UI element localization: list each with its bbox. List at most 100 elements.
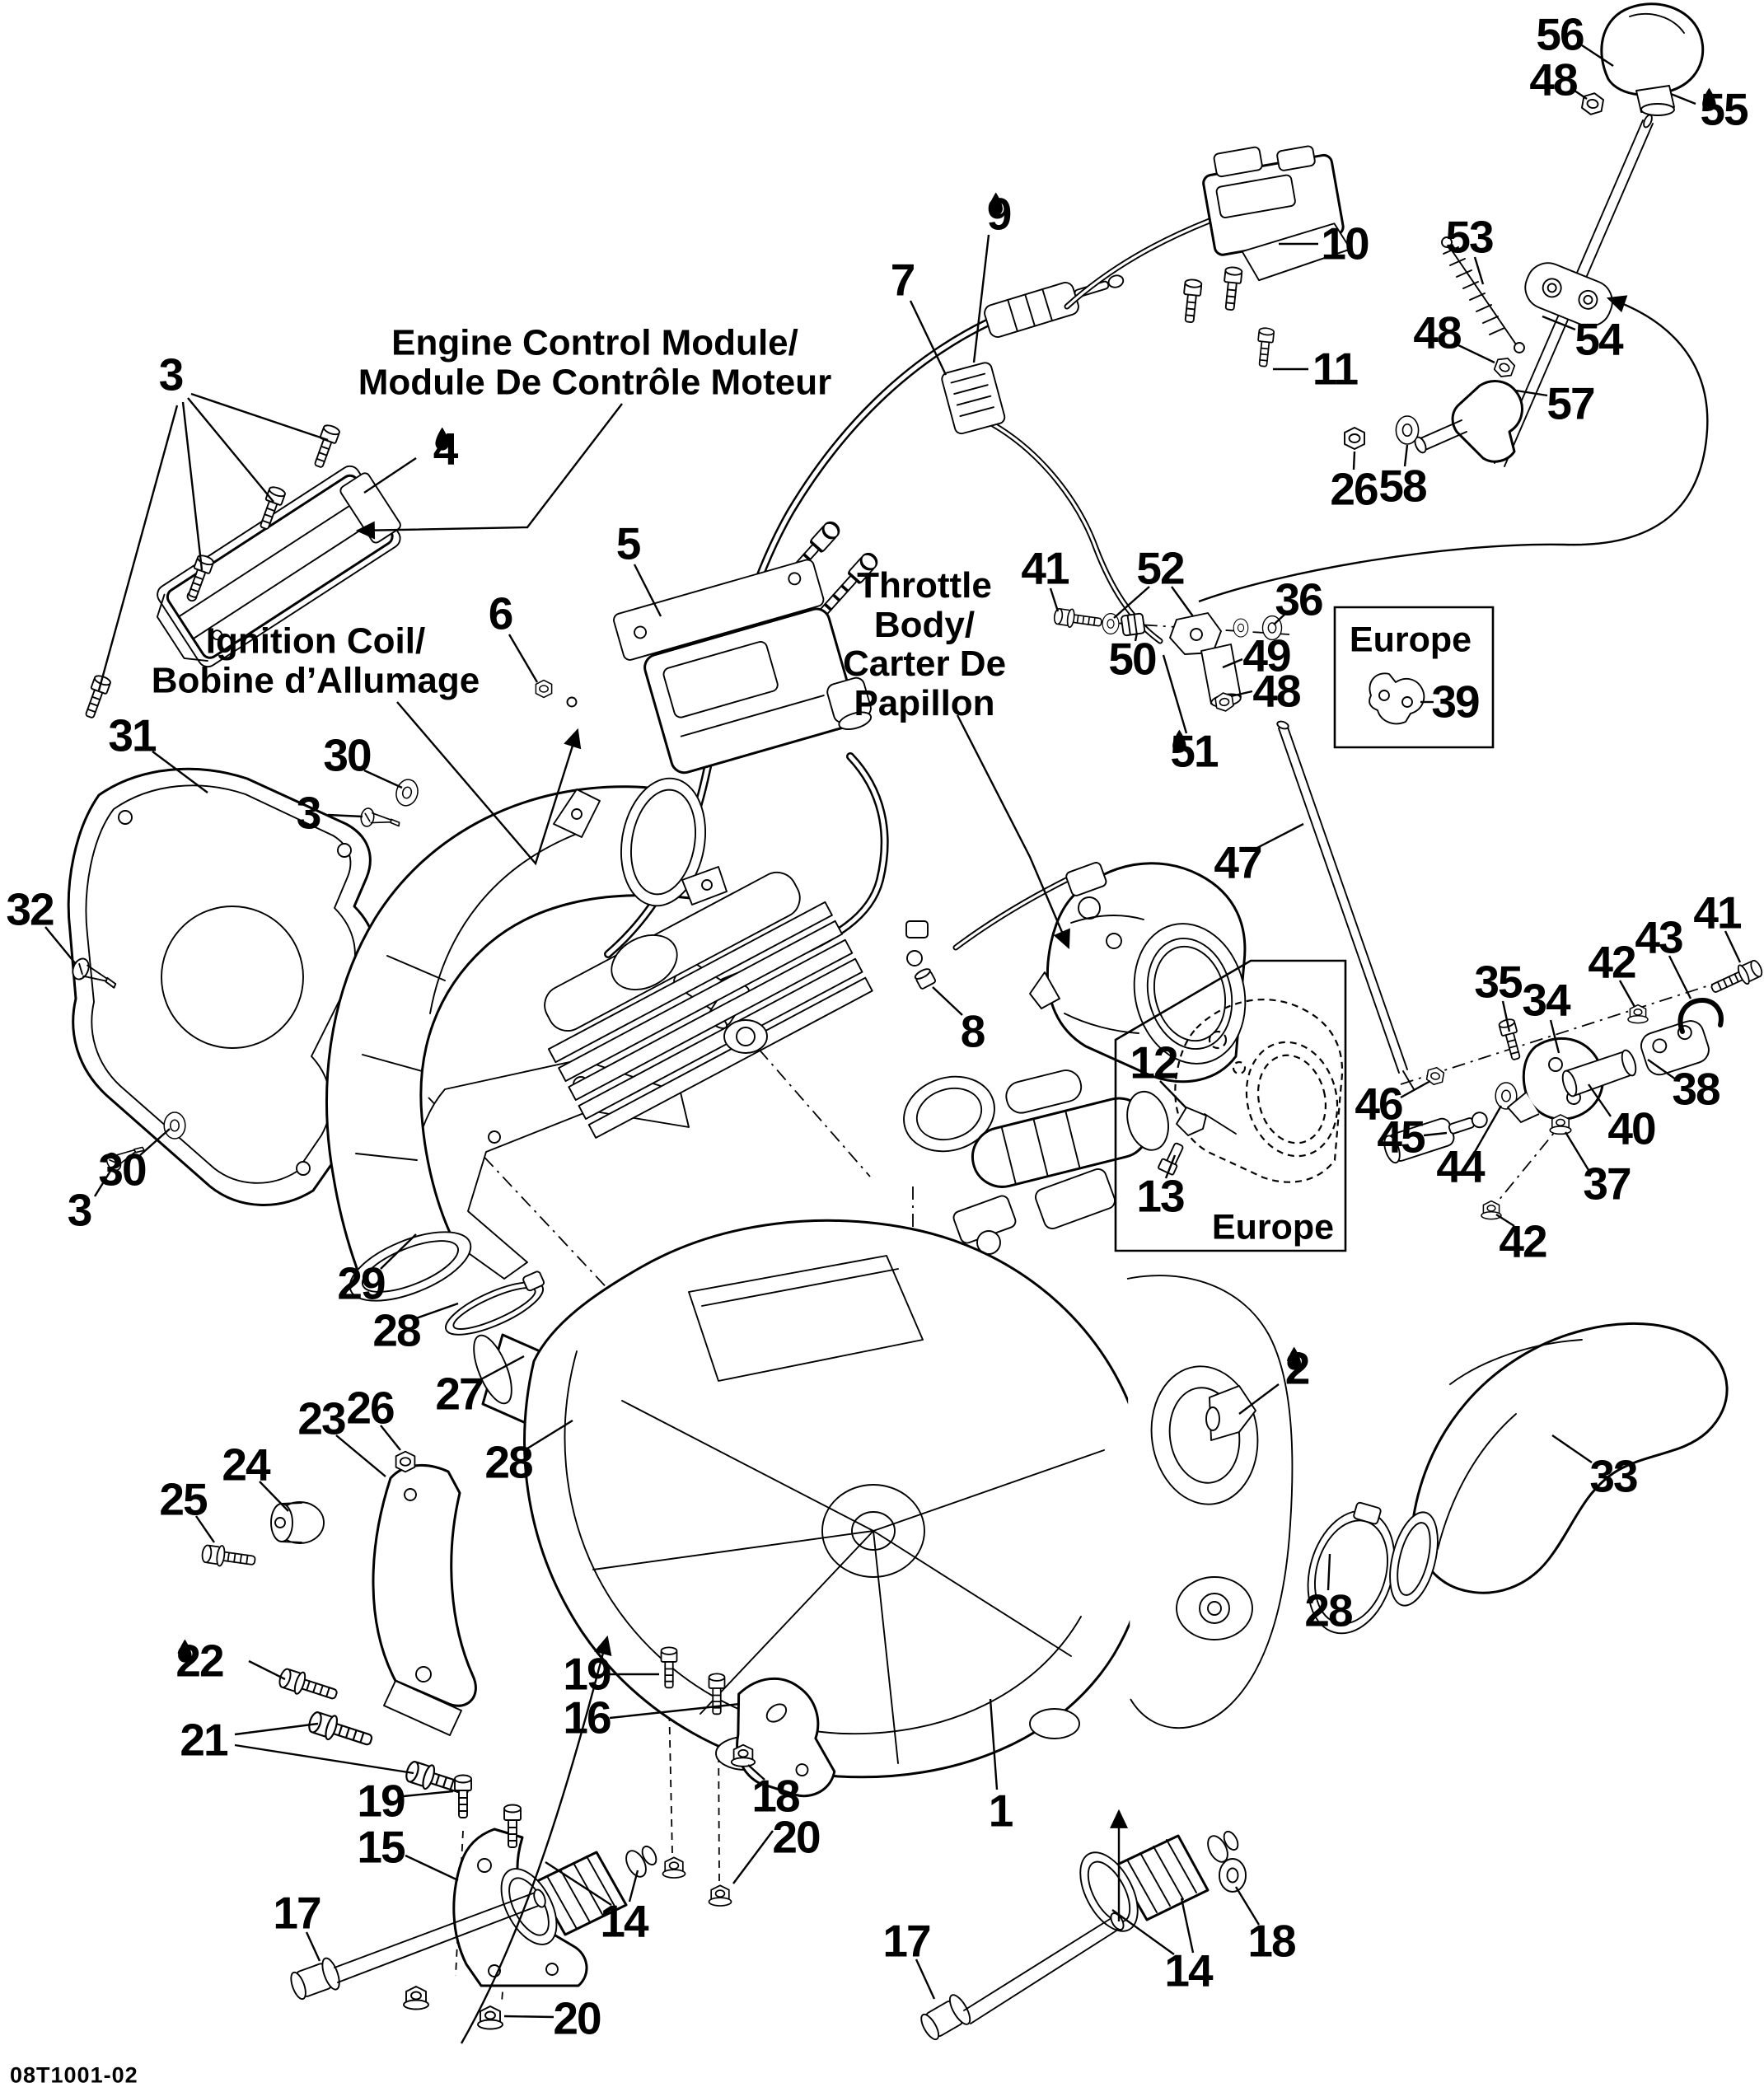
- part-callout-41: 41: [1693, 887, 1742, 938]
- leader-line: [403, 1790, 454, 1798]
- leader-line: [1564, 1131, 1590, 1171]
- part-callout-24: 24: [222, 1442, 270, 1488]
- leader-line: [1588, 1083, 1612, 1117]
- part-callout-45: 45: [1377, 1114, 1425, 1160]
- part-callout-48: 48: [1529, 54, 1578, 105]
- part-callout-26: 26: [1330, 466, 1378, 512]
- leader-line: [305, 1931, 321, 1962]
- callout-number: 56: [1536, 8, 1584, 60]
- leader-line: [234, 1743, 414, 1775]
- leader-line: [1542, 315, 1576, 331]
- leader-line: [327, 813, 363, 818]
- part-callout-34: 34: [1522, 977, 1570, 1023]
- leader-line: [415, 1302, 459, 1320]
- callout-number: 30: [98, 1144, 147, 1196]
- part-callout-8: 8: [961, 1009, 986, 1055]
- part-callout-42: 42: [1588, 936, 1636, 988]
- leader-line: [1473, 256, 1485, 285]
- leader-line: [1111, 1909, 1175, 1955]
- leader-line: [1164, 1154, 1177, 1179]
- leader-line: [1618, 980, 1636, 1008]
- part-callout-49: 49: [1242, 633, 1291, 679]
- ecm-label-line: Engine Control Module/: [391, 322, 798, 363]
- part-callout-58: 58: [1378, 463, 1427, 509]
- leader-line: [1327, 1553, 1331, 1591]
- callout-number: 28: [1304, 1584, 1353, 1636]
- callout-number: 41: [1021, 542, 1069, 594]
- engine: [523, 871, 1294, 1779]
- leader-line: [526, 1419, 573, 1450]
- part-callout-4: 4: [433, 426, 459, 472]
- leader-line: [1171, 586, 1194, 617]
- part-callout-50: 50: [1108, 636, 1157, 682]
- shift-linkage-lower: [1383, 957, 1764, 1220]
- part-callout-30: 30: [98, 1144, 147, 1196]
- callout-number: 48: [1413, 307, 1462, 358]
- callout-number: 3: [158, 349, 185, 400]
- callout-number: 33: [1589, 1450, 1638, 1502]
- leader-line: [1134, 632, 1139, 642]
- leader-line: [1581, 44, 1614, 68]
- part-callout-12: 12: [1130, 1040, 1178, 1086]
- callout-number: 37: [1583, 1158, 1631, 1210]
- leader-line: [1724, 930, 1742, 963]
- callout-number: 48: [1529, 54, 1578, 105]
- outlet-duct: [1307, 1322, 1729, 1635]
- part-callout-19: 19: [357, 1778, 405, 1824]
- part-callout-28: 28: [372, 1308, 421, 1354]
- leader-line: [363, 457, 417, 494]
- leader-line: [380, 1425, 401, 1451]
- leader-line: [181, 401, 204, 571]
- ecm-label: Engine Control Module/Module De Contrôle…: [358, 323, 831, 401]
- callout-number: 53: [1445, 211, 1494, 263]
- leader-line: [1238, 1383, 1280, 1415]
- ignition-coil: [535, 518, 882, 775]
- part-callout-3: 3: [297, 790, 322, 836]
- callout-number: 10: [1321, 218, 1369, 269]
- leader-line: [545, 1860, 612, 1907]
- throttle-body: [905, 862, 1247, 1083]
- leader-line: [1180, 1898, 1195, 1954]
- leader-line: [1551, 1434, 1593, 1463]
- leader-line: [44, 926, 77, 965]
- europe-box-2: [1114, 959, 1347, 1252]
- leader-line: [1159, 1080, 1187, 1109]
- part-callout-20: 20: [772, 1814, 821, 1860]
- leader-line: [380, 1233, 417, 1270]
- part-callout-40: 40: [1607, 1106, 1656, 1152]
- europe-box-label: Europe: [1211, 1207, 1335, 1247]
- leader-line: [1230, 690, 1253, 698]
- callout-number: 38: [1672, 1063, 1720, 1115]
- shift-knob: [1600, 2, 1705, 116]
- part-callout-3: 3: [68, 1187, 93, 1233]
- part-callout-33: 33: [1589, 1450, 1638, 1502]
- part-callout-28: 28: [1304, 1584, 1353, 1636]
- callout-number: 42: [1588, 936, 1636, 988]
- part-callout-15: 15: [357, 1824, 405, 1870]
- leader-line: [355, 403, 623, 540]
- part-callout-20: 20: [553, 1996, 601, 2042]
- leader-line: [1273, 613, 1286, 625]
- leader-line: [1501, 1000, 1511, 1032]
- leader-line: [190, 392, 329, 442]
- leader-line: [1647, 1059, 1677, 1080]
- leader-line: [932, 986, 963, 1016]
- callout-number: 19: [563, 1648, 611, 1700]
- leader-line: [503, 2015, 554, 2019]
- leader-line: [1252, 822, 1304, 852]
- leader-line: [1162, 654, 1188, 734]
- leader-line: [915, 1959, 936, 2000]
- callout-number: 41: [1693, 887, 1742, 938]
- ignition-coil-label: Ignition Coil/Bobine d’Allumage: [152, 621, 480, 700]
- ignition-coil-label-line: Ignition Coil/: [205, 620, 426, 662]
- part-callout-27: 27: [435, 1371, 484, 1417]
- clamp-bracket-39: [1369, 672, 1425, 725]
- leader-line: [1549, 1019, 1560, 1054]
- leader-line: [508, 634, 539, 683]
- leader-line: [195, 1515, 215, 1543]
- part-callout-25: 25: [159, 1477, 208, 1523]
- callout-number: 32: [6, 883, 54, 935]
- leader-line: [363, 769, 403, 789]
- callout-number: 17: [882, 1915, 931, 1967]
